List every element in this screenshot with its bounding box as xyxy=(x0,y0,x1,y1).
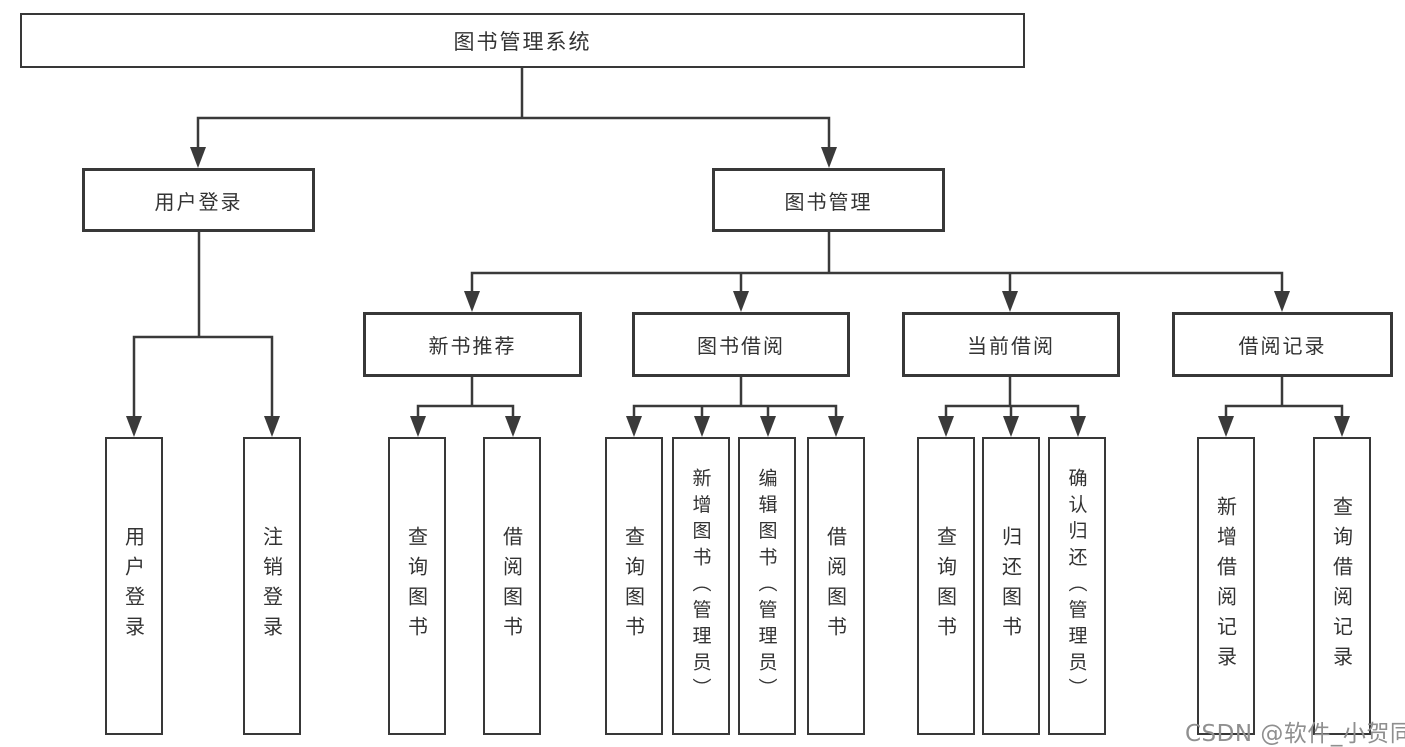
node-root-system: 图书管理系统 xyxy=(20,13,1025,68)
node-book-borrow-label: 图书借阅 xyxy=(697,334,785,358)
leaf-logout: 注销登录 xyxy=(243,437,301,735)
leaf-user-login: 用户登录 xyxy=(105,437,163,735)
leaf-query-borrow-record: 查询借阅记录 xyxy=(1313,437,1371,735)
connector-root-to-level2 xyxy=(190,67,837,168)
leaf-borrow-book-label: 借阅图书 xyxy=(823,526,848,646)
leaf-query-book-current: 查询图书 xyxy=(917,437,975,735)
leaf-confirm-return-admin-label: 确认归还（管理员） xyxy=(1065,468,1088,704)
connector-book-management-to-level3 xyxy=(464,230,1290,312)
leaf-query-book-borrow: 查询图书 xyxy=(605,437,663,735)
leaf-query-borrow-record-label: 查询借阅记录 xyxy=(1329,496,1354,676)
connector-book-borrow-to-leaves xyxy=(626,375,844,437)
leaf-add-borrow-record-label: 新增借阅记录 xyxy=(1213,496,1238,676)
connector-current-borrow-to-leaves xyxy=(938,375,1086,437)
leaf-add-book-admin-label: 新增图书（管理员） xyxy=(689,468,712,704)
connector-borrow-record-to-leaves xyxy=(1218,375,1350,437)
leaf-edit-book-admin-label: 编辑图书（管理员） xyxy=(755,468,778,704)
node-borrow-record-label: 借阅记录 xyxy=(1238,334,1327,358)
leaf-borrow-book-recommend-label: 借阅图书 xyxy=(499,526,524,646)
node-new-book-recommend-label: 新书推荐 xyxy=(428,334,517,358)
leaf-return-book: 归还图书 xyxy=(982,437,1040,735)
leaf-add-borrow-record: 新增借阅记录 xyxy=(1197,437,1255,735)
node-current-borrow: 当前借阅 xyxy=(902,312,1120,377)
connector-new-book-to-leaves xyxy=(410,375,521,437)
node-root-label: 图书管理系统 xyxy=(453,29,592,54)
leaf-return-book-label: 归还图书 xyxy=(998,526,1023,646)
leaf-borrow-book-recommend: 借阅图书 xyxy=(483,437,541,735)
node-user-login: 用户登录 xyxy=(82,168,315,232)
leaf-query-book-current-label: 查询图书 xyxy=(933,526,958,646)
node-new-book-recommend: 新书推荐 xyxy=(363,312,582,377)
node-user-login-label: 用户登录 xyxy=(154,189,243,214)
leaf-query-book-borrow-label: 查询图书 xyxy=(621,526,646,646)
leaf-edit-book-admin: 编辑图书（管理员） xyxy=(738,437,796,735)
csdn-watermark: CSDN @软件_小贺同学 xyxy=(1185,721,1405,747)
leaf-confirm-return-admin: 确认归还（管理员） xyxy=(1048,437,1106,735)
leaf-user-login-label: 用户登录 xyxy=(121,526,146,646)
connector-user-login-to-leaves xyxy=(126,230,280,437)
node-borrow-record: 借阅记录 xyxy=(1172,312,1393,377)
node-book-management: 图书管理 xyxy=(712,168,945,232)
leaf-logout-label: 注销登录 xyxy=(259,526,284,646)
node-book-borrow: 图书借阅 xyxy=(632,312,850,377)
leaf-query-book-recommend-label: 查询图书 xyxy=(404,526,429,646)
leaf-borrow-book: 借阅图书 xyxy=(807,437,865,735)
node-book-management-label: 图书管理 xyxy=(784,189,873,214)
leaf-query-book-recommend: 查询图书 xyxy=(388,437,446,735)
node-current-borrow-label: 当前借阅 xyxy=(967,334,1055,358)
leaf-add-book-admin: 新增图书（管理员） xyxy=(672,437,730,735)
